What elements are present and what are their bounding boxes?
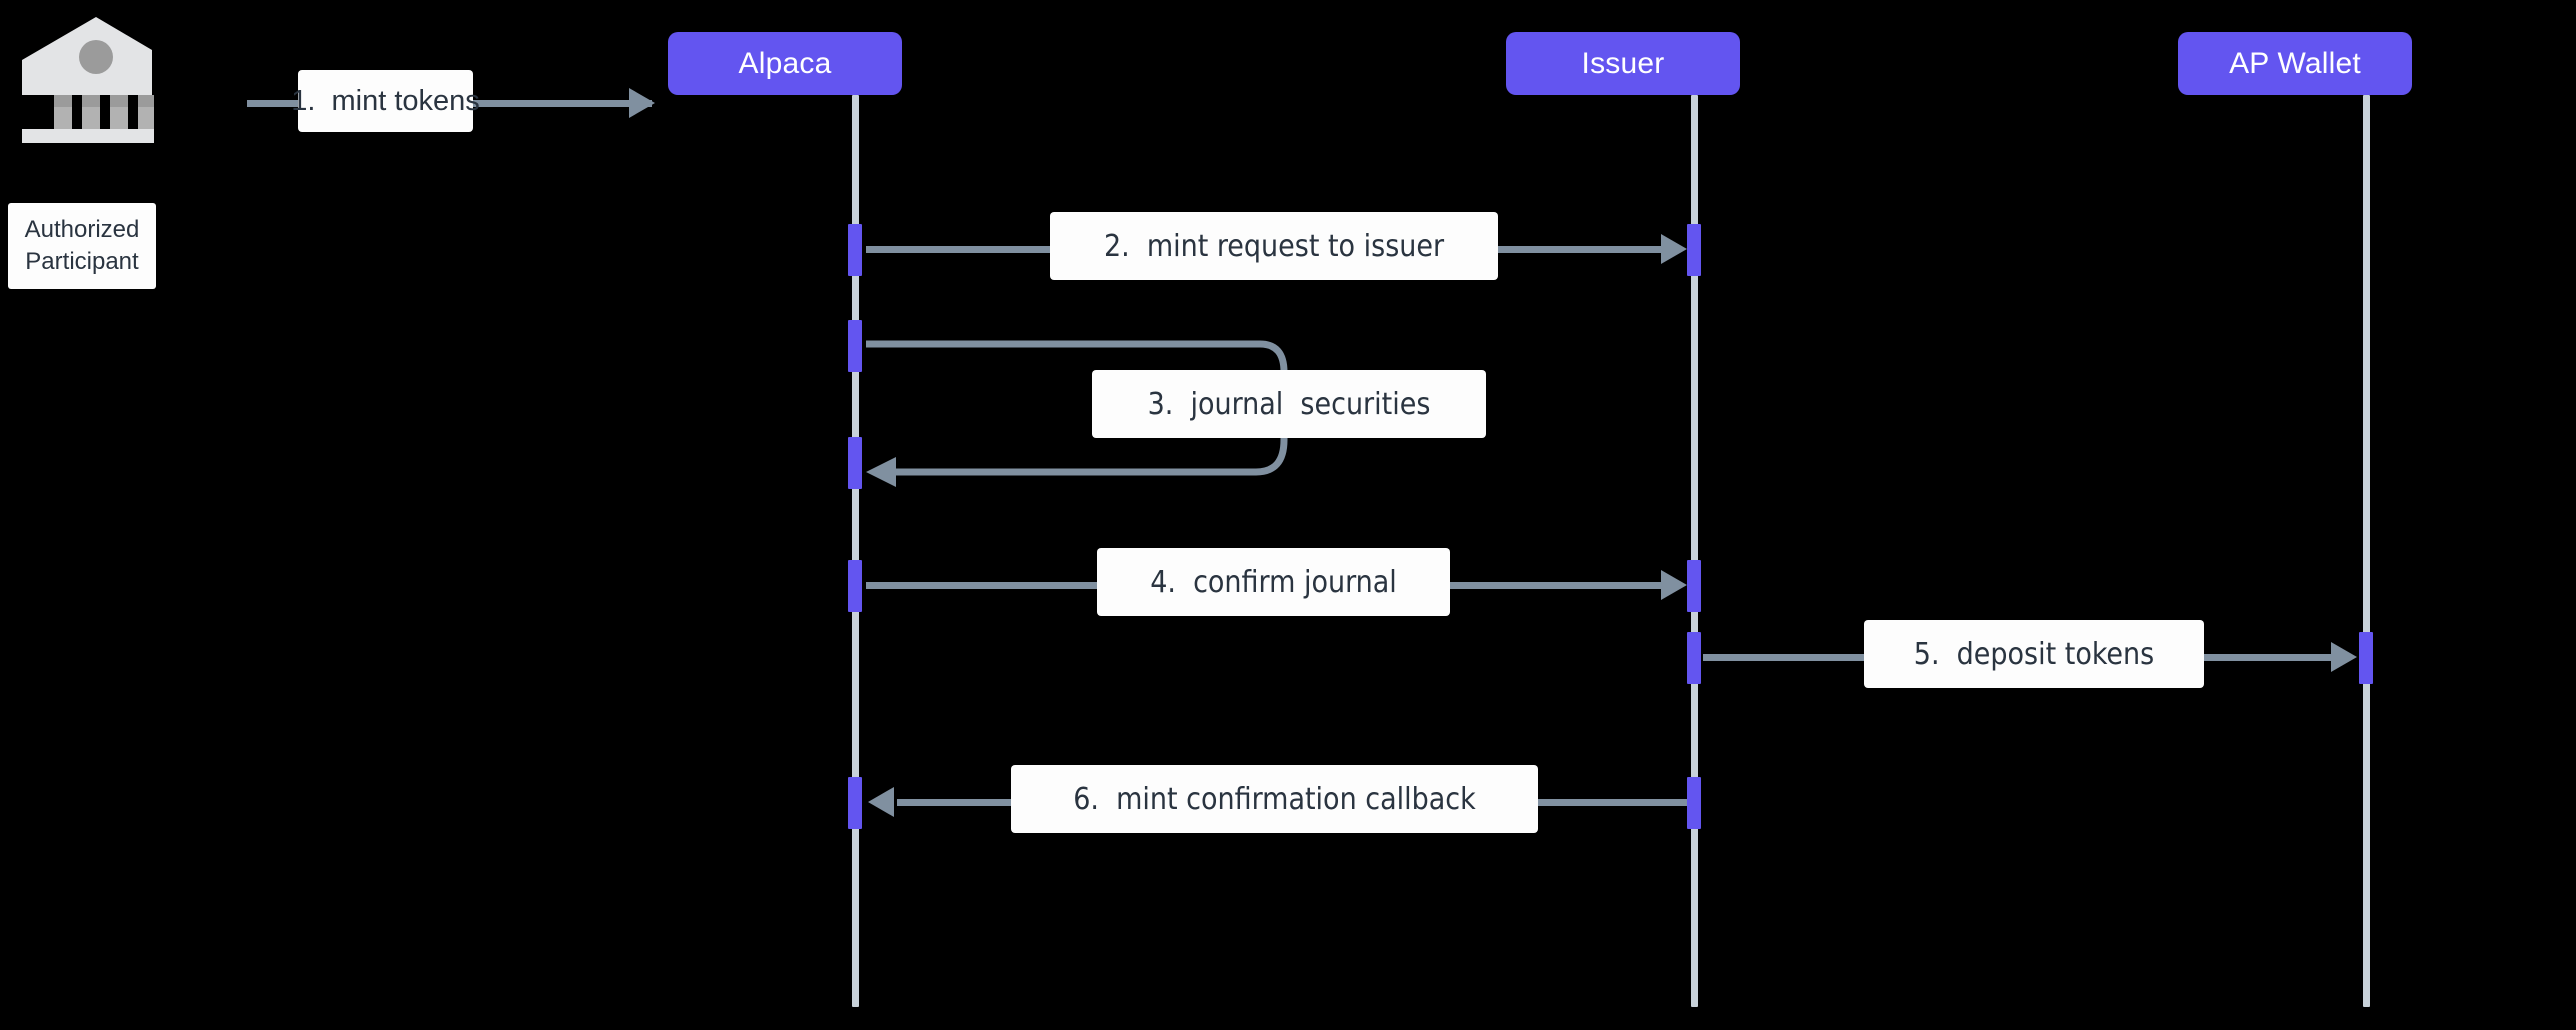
message-arrowhead-6 xyxy=(868,787,894,817)
actor-label-line2: Participant xyxy=(25,248,139,275)
actor-label-line1: Authorized xyxy=(24,216,140,243)
activation-bar-issuer-4 xyxy=(1687,777,1701,829)
message-arrowhead-5 xyxy=(2331,642,2357,672)
activation-bar-issuer-3 xyxy=(1687,632,1701,684)
activation-bar-alpaca-3 xyxy=(848,437,862,489)
participant-box-ap-wallet[interactable]: AP Wallet xyxy=(2178,32,2412,95)
activation-bar-alpaca-1 xyxy=(848,224,862,276)
message-label-5[interactable]: 5. deposit tokens xyxy=(1864,620,2204,688)
activation-bar-alpaca-4 xyxy=(848,560,862,612)
activation-bar-ap-wallet-1 xyxy=(2359,632,2373,684)
message-label-4[interactable]: 4. confirm journal xyxy=(1097,548,1450,616)
participant-label-alpaca: Alpaca xyxy=(738,46,832,80)
activation-bar-issuer-2 xyxy=(1687,560,1701,612)
lifeline-issuer xyxy=(1691,95,1698,1007)
actor-label-authorized-participant: Authorized Participant xyxy=(8,203,156,289)
participant-label-ap-wallet: AP Wallet xyxy=(2229,46,2361,80)
lifeline-alpaca xyxy=(852,95,859,1007)
message-label-2[interactable]: 2. mint request to issuer xyxy=(1050,212,1498,280)
message-arrowhead-1 xyxy=(629,88,655,118)
message-label-1[interactable]: 1. mint tokens xyxy=(291,70,480,132)
activation-bar-issuer-1 xyxy=(1687,224,1701,276)
participant-box-issuer[interactable]: Issuer xyxy=(1506,32,1740,95)
activation-bar-alpaca-2 xyxy=(848,320,862,372)
bank-icon xyxy=(18,15,156,143)
participant-box-alpaca[interactable]: Alpaca xyxy=(668,32,902,95)
message-label-6[interactable]: 6. mint confirmation callback xyxy=(1011,765,1538,833)
participant-label-issuer: Issuer xyxy=(1581,46,1665,80)
activation-bar-alpaca-5 xyxy=(848,777,862,829)
message-label-3[interactable]: 3. journal securities xyxy=(1092,370,1486,438)
lifeline-ap-wallet xyxy=(2363,95,2370,1007)
message-arrowhead-4 xyxy=(1661,570,1687,600)
bank-icon-svg xyxy=(22,17,154,143)
message-arrowhead-2 xyxy=(1661,234,1687,264)
